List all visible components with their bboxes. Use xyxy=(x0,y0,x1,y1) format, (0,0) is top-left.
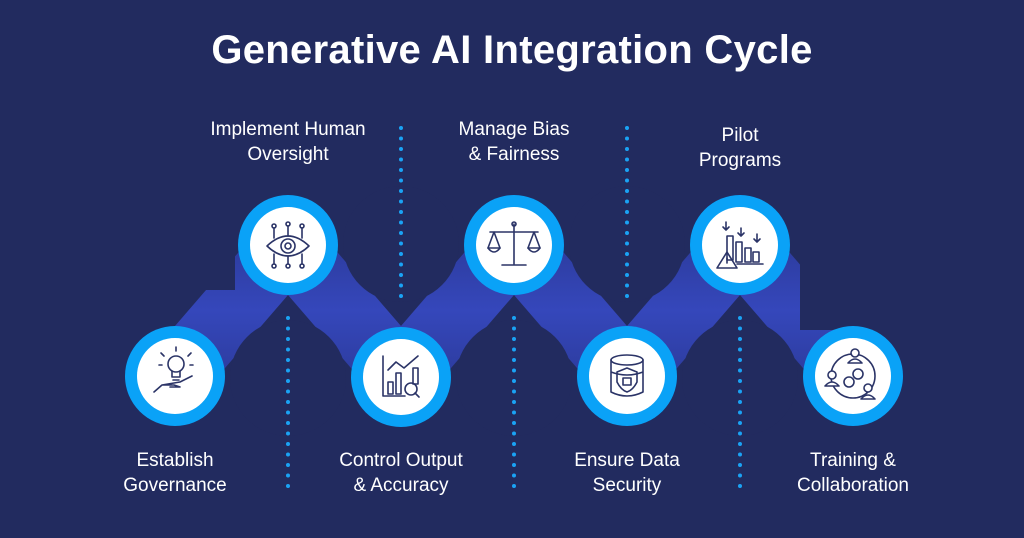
circuit-eye-icon xyxy=(266,221,310,269)
step-label-line: Programs xyxy=(698,150,782,171)
step-label-manage-bias: Manage Bias & Fairness xyxy=(404,117,624,167)
database-lock-icon xyxy=(610,354,644,397)
step-label-line: Governance xyxy=(123,475,227,496)
step-label-line: Security xyxy=(592,475,662,496)
step-label-data-security: Ensure Data Security xyxy=(517,448,737,498)
step-label-line: Manage Bias xyxy=(458,119,570,140)
step-label-line: Establish xyxy=(136,450,214,471)
step-label-training-collaboration: Training & Collaboration xyxy=(743,448,963,498)
step-label-line: Collaboration xyxy=(797,475,909,496)
connector-carve xyxy=(230,320,346,436)
step-node-1 xyxy=(125,326,225,426)
chart-warning-icon xyxy=(716,221,764,269)
step-label-line: Ensure Data xyxy=(574,450,680,471)
step-label-line: & Accuracy xyxy=(353,475,449,496)
step-node-5 xyxy=(577,326,677,426)
step-node-6 xyxy=(690,195,790,295)
step-label-line: Oversight xyxy=(247,144,329,165)
page-title: Generative AI Integration Cycle xyxy=(211,28,813,72)
chart-magnifier-icon xyxy=(382,355,420,398)
step-label-line: Control Output xyxy=(339,450,463,471)
step-node-2 xyxy=(238,195,338,295)
step-label-line: Training & xyxy=(810,450,896,471)
connector-carve xyxy=(682,320,798,436)
step-label-human-oversight: Implement Human Oversight xyxy=(178,117,398,167)
lightbulb-hand-icon xyxy=(153,346,194,393)
balance-scale-icon xyxy=(487,221,541,266)
step-label-establish-governance: Establish Governance xyxy=(65,448,285,498)
connectors xyxy=(120,130,913,496)
team-gears-icon xyxy=(824,348,876,400)
dotted-dividers xyxy=(286,126,742,497)
step-label-control-output: Control Output & Accuracy xyxy=(291,448,511,498)
step-label-pilot-programs: Pilot Programs xyxy=(630,123,850,173)
step-label-line: Pilot xyxy=(721,125,759,146)
step-label-line: & Fairness xyxy=(468,144,560,165)
step-label-line: Implement Human xyxy=(210,119,366,140)
connector-carve xyxy=(456,320,572,436)
